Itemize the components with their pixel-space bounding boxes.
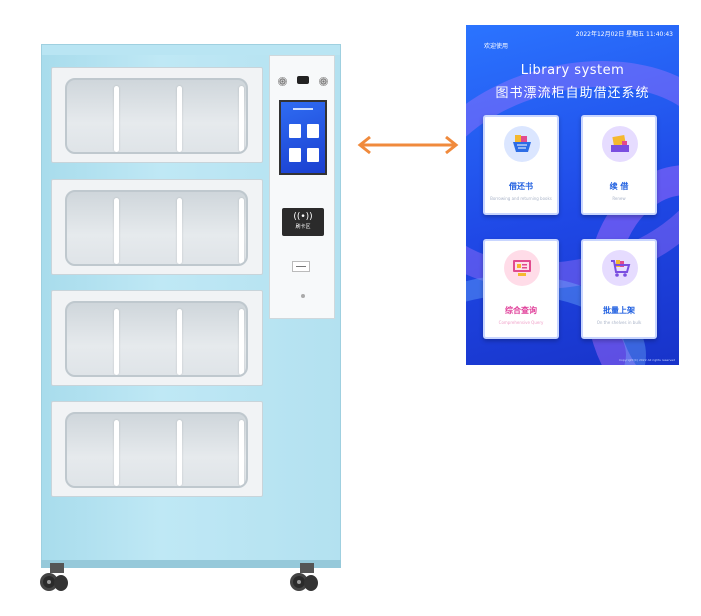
cart-icon bbox=[602, 250, 638, 286]
receipt-slot bbox=[292, 261, 310, 272]
book-divider bbox=[114, 420, 119, 486]
basket-books-icon bbox=[504, 126, 540, 162]
compartment-3[interactable] bbox=[51, 290, 263, 386]
page-title-en: Library system bbox=[520, 63, 625, 78]
borrow-return-button[interactable]: 借还书 Borrowing and returning books bbox=[483, 115, 559, 215]
card-reader[interactable]: ((•)) 刷卡区 bbox=[282, 208, 324, 236]
tile-label: 综合查询 bbox=[505, 306, 537, 315]
compartment-1[interactable] bbox=[51, 67, 263, 163]
tile-label: 续 借 bbox=[609, 182, 629, 191]
speaker-icon bbox=[319, 77, 328, 86]
bulk-shelving-button[interactable]: 批量上架 On the shelves in bulk bbox=[581, 239, 657, 339]
control-panel: ((•)) 刷卡区 bbox=[269, 55, 335, 319]
page-title-cn: 图书漂流柜自助借还系统 bbox=[495, 86, 650, 101]
book-divider bbox=[177, 86, 182, 152]
compartment-glass bbox=[65, 190, 248, 266]
caster-wheel-icon bbox=[40, 563, 72, 593]
book-divider bbox=[177, 420, 182, 486]
book-divider bbox=[239, 420, 244, 486]
camera-icon bbox=[297, 76, 309, 84]
mini-tile bbox=[307, 148, 319, 162]
book-divider bbox=[114, 198, 119, 264]
tile-label: 批量上架 bbox=[603, 306, 635, 315]
speaker-icon bbox=[278, 77, 287, 86]
comprehensive-query-button[interactable]: 综合查询 Comprehensive Query bbox=[483, 239, 559, 339]
book-divider bbox=[114, 309, 119, 375]
book-divider bbox=[239, 309, 244, 375]
kiosk-screen: 2022年12月02日 星期五 11:40:43 欢迎使用 Library sy… bbox=[466, 25, 679, 365]
tile-sublabel: Renew bbox=[612, 196, 626, 201]
book-divider bbox=[114, 86, 119, 152]
computer-query-icon bbox=[504, 250, 540, 286]
mini-screen-title bbox=[281, 108, 325, 111]
compartment-glass bbox=[65, 301, 248, 377]
cabinet-top bbox=[42, 45, 340, 55]
double-arrow-icon bbox=[357, 135, 459, 155]
tile-sublabel: Borrowing and returning books bbox=[490, 196, 552, 201]
tile-label: 借还书 bbox=[509, 182, 533, 191]
mini-tile bbox=[289, 148, 301, 162]
book-divider bbox=[239, 198, 244, 264]
mini-touch-screen[interactable] bbox=[279, 100, 327, 175]
book-divider bbox=[177, 309, 182, 375]
book-renew-icon bbox=[602, 126, 638, 162]
tile-sublabel: On the shelves in bulk bbox=[596, 320, 642, 325]
footer-copyright: Copyright(C) 2022 All rights reserved bbox=[618, 358, 675, 362]
compartment-glass bbox=[65, 78, 248, 154]
card-reader-label: 刷卡区 bbox=[295, 224, 311, 230]
book-divider bbox=[177, 198, 182, 264]
mini-tile bbox=[289, 124, 301, 138]
compartment-2[interactable] bbox=[51, 179, 263, 275]
status-datetime: 2022年12月02日 星期五 11:40:43 bbox=[575, 31, 673, 38]
welcome-text: 欢迎使用 bbox=[484, 43, 509, 50]
compartment-4[interactable] bbox=[51, 401, 263, 497]
rfid-icon: ((•)) bbox=[293, 212, 313, 222]
compartment-glass bbox=[65, 412, 248, 488]
tile-sublabel: Comprehensive Query bbox=[498, 320, 544, 325]
mini-tile bbox=[307, 124, 319, 138]
indicator-dot bbox=[301, 294, 305, 298]
caster-wheel-icon bbox=[290, 563, 322, 593]
cabinet-base bbox=[41, 560, 341, 568]
renew-button[interactable]: 续 借 Renew bbox=[581, 115, 657, 215]
book-cabinet: ((•)) 刷卡区 bbox=[41, 44, 341, 566]
book-divider bbox=[239, 86, 244, 152]
